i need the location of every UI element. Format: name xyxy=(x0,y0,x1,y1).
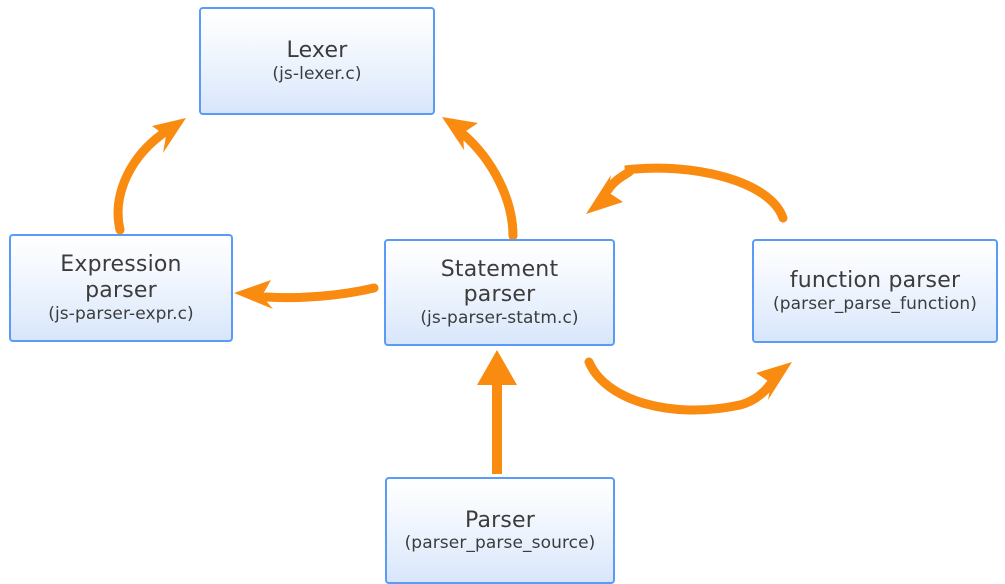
edge-statement-to-lexer xyxy=(442,117,518,241)
node-expression-parser[interactable]: Expression parser (js-parser-expr.c) xyxy=(9,234,233,342)
node-lexer[interactable]: Lexer (js-lexer.c) xyxy=(199,7,435,115)
node-statement-parser-title: Statement xyxy=(440,256,559,282)
node-lexer-title: Lexer xyxy=(286,38,348,63)
node-function-parser-subtitle: (parser_parse_function) xyxy=(772,293,978,314)
edge-function-to-statement xyxy=(586,163,788,223)
node-statement-parser-title-line2: parser xyxy=(463,282,536,308)
node-function-parser-title: function parser xyxy=(789,268,961,293)
node-statement-parser[interactable]: Statement parser (js-parser-statm.c) xyxy=(384,239,615,346)
node-lexer-subtitle: (js-lexer.c) xyxy=(272,63,362,84)
node-parser[interactable]: Parser (parser_parse_source) xyxy=(385,477,615,584)
edge-statement-to-expression xyxy=(234,280,379,309)
node-statement-parser-subtitle: (js-parser-statm.c) xyxy=(420,308,579,329)
edge-expression-to-lexer xyxy=(113,118,186,235)
edge-statement-to-function xyxy=(584,357,792,415)
edge-parser-to-statement xyxy=(477,350,517,474)
node-expression-parser-subtitle: (js-parser-expr.c) xyxy=(48,303,194,324)
node-expression-parser-title-line2: parser xyxy=(85,277,157,303)
node-parser-title: Parser xyxy=(464,507,536,533)
node-expression-parser-title: Expression xyxy=(60,252,182,278)
node-parser-subtitle: (parser_parse_source) xyxy=(404,533,596,554)
node-function-parser[interactable]: function parser (parser_parse_function) xyxy=(752,239,998,343)
